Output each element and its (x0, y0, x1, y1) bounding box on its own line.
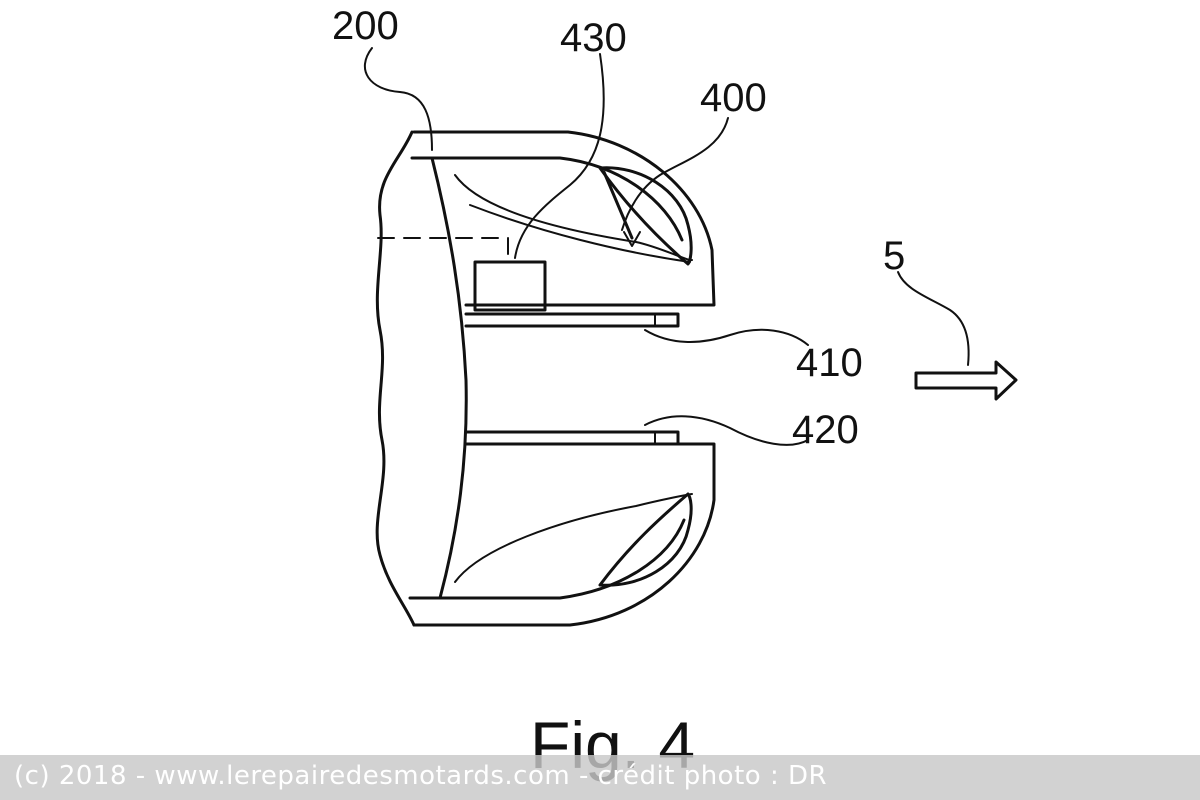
leader-410 (644, 328, 809, 346)
watermark-text: (c) 2018 - www.lerepairedesmotards.com -… (14, 761, 828, 791)
inner-wall-line (430, 156, 468, 600)
plate-420 (464, 430, 680, 446)
upper-housing-inner-top (410, 156, 684, 242)
leader-200 (363, 47, 433, 151)
upper-duct-curve (454, 174, 693, 262)
upper-duct-lower-edge (469, 204, 691, 263)
arrow-400-head (623, 231, 641, 247)
watermark-bar: (c) 2018 - www.lerepairedesmotards.com -… (0, 755, 1200, 800)
label-400: 400 (700, 76, 767, 120)
lower-housing-inner-bottom (408, 518, 686, 600)
leader-400 (621, 117, 729, 231)
box-430 (473, 260, 547, 312)
lower-housing (412, 442, 716, 627)
lower-duct-curve (454, 493, 693, 583)
lower-flap (598, 492, 693, 587)
arrow-400 (602, 170, 634, 240)
leader-420 (644, 415, 809, 446)
leader-5 (897, 271, 970, 366)
label-200: 200 (332, 4, 399, 48)
section-break-line (375, 130, 416, 627)
upper-flap (598, 166, 693, 266)
label-5: 5 (883, 234, 906, 278)
leader-430 (514, 53, 605, 259)
direction-arrow-5 (914, 360, 1018, 401)
label-420: 420 (792, 408, 859, 452)
upper-housing (412, 130, 716, 307)
label-410: 410 (796, 341, 863, 385)
label-430: 430 (560, 16, 627, 60)
dashed-connection (377, 237, 509, 263)
plate-410 (464, 312, 680, 328)
